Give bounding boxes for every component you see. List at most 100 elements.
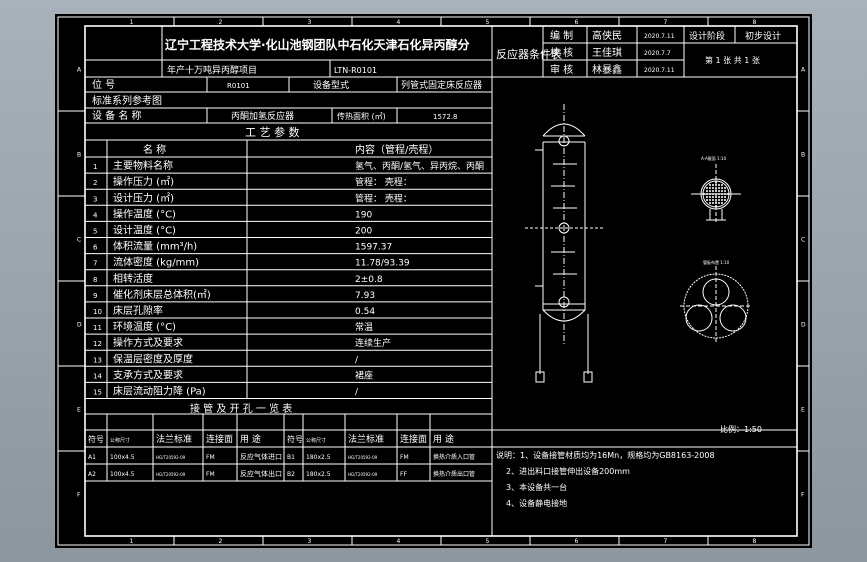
note-3: 3、本设备共一台: [506, 482, 567, 492]
param-name: 环境温度 (°C): [113, 320, 176, 333]
param-no: 10: [93, 308, 102, 316]
nozzle-cell: 100x4.5: [110, 454, 135, 461]
param-no: 13: [93, 356, 102, 364]
param-no: 8: [93, 276, 97, 284]
nozzle-col-header: 法兰标准: [348, 433, 384, 445]
param-no: 6: [93, 244, 98, 252]
col-mark-bottom: 6: [575, 538, 579, 545]
sign-date-1: 2020.7.11: [644, 33, 675, 40]
sign-role-1: 编 制: [550, 29, 573, 42]
col-mark-bottom: 2: [219, 538, 223, 545]
nozzle-cell: 180x2.5: [306, 471, 331, 478]
sign-name-2: 王佳琪: [592, 46, 622, 59]
param-value: /: [355, 355, 359, 365]
param-value: /: [355, 388, 359, 398]
std-label: 标准系列参考图: [92, 94, 162, 107]
param-value: 190: [355, 210, 372, 220]
section-label: A-A截面 1:10: [701, 155, 726, 161]
type-value: 列管式固定床反应器: [401, 79, 482, 91]
nozzle-cell: HG/T20592-09: [348, 455, 378, 460]
nozzle-col-header: 连接面: [400, 433, 427, 445]
param-value: 2±0.8: [355, 275, 383, 285]
nozzle-col-header: 连接面: [206, 433, 233, 445]
param-value: 连续生产: [355, 337, 391, 349]
param-name: 操作方式及要求: [113, 336, 183, 349]
tube-layout-view: 管板布置 1:10: [680, 259, 752, 344]
nozzle-table: 接 管 及 开 孔 一 览 表 符号公称尺寸法兰标准连接面用 途符号公称尺寸法兰…: [84, 402, 797, 482]
row-mark-left: A: [77, 67, 82, 74]
pos-label: 位 号: [92, 78, 115, 91]
col-mark-top: 2: [219, 19, 223, 26]
nozzle-cell: 100x4.5: [110, 471, 135, 478]
nozzle-col-header: 公称尺寸: [306, 437, 326, 444]
title-block: 辽宁工程技术大学·化山池钢团队中石化天津石化异丙醇分 年产十万吨异丙醇项目 LT…: [85, 26, 797, 78]
nozzle-cell: 反应气体出口: [240, 469, 282, 478]
nozzle-cell: A1: [88, 454, 96, 461]
scale-label: 比例：1:50: [720, 424, 762, 434]
nozzle-cell: B1: [287, 454, 295, 461]
param-name: 保温层密度及厚度: [113, 352, 193, 365]
sign-role-2: 校 核: [550, 46, 573, 59]
nozzle-cell: HG/T20592-09: [156, 455, 186, 460]
nozzle-header: 接 管 及 开 孔 一 览 表: [190, 402, 292, 415]
project-name: 年产十万吨异丙醇项目: [167, 64, 257, 76]
param-no: 1: [93, 163, 97, 171]
nozzle-cell: FM: [206, 471, 215, 478]
row-mark-left: E: [77, 407, 81, 414]
drawing-code: LTN-R0101: [334, 66, 377, 75]
param-no: 3: [93, 195, 97, 203]
param-value: 0.54: [355, 307, 375, 317]
nozzle-cell: 换热介质入口管: [433, 453, 475, 461]
col-mark-top: 4: [397, 19, 401, 26]
row-mark-right: B: [801, 152, 805, 159]
row-mark-right: C: [801, 237, 805, 244]
area-value: 1572.8: [433, 113, 458, 121]
param-value: 管程： 壳程：: [355, 176, 412, 188]
name-label: 设 备 名 称: [92, 109, 142, 122]
col-mark-bottom: 7: [664, 538, 668, 545]
param-name: 主要物料名称: [113, 159, 173, 172]
nozzle-cell: FM: [206, 454, 215, 461]
param-name: 体积流量 (mm³/h): [113, 240, 197, 253]
param-name: 支承方式及要求: [113, 368, 183, 381]
param-no: 5: [93, 228, 97, 236]
note-1: 说明：1、设备接管材质均为16Mn，规格均为GB8163-2008: [496, 450, 715, 460]
note-2: 2、进出料口接管伸出设备200mm: [506, 466, 630, 476]
nozzle-cell: 换热介质出口管: [433, 470, 475, 478]
sign-name-1: 高侠民: [592, 29, 622, 42]
param-name: 床层流动阻力降 (Pa): [113, 385, 206, 398]
row-mark-right: E: [801, 407, 805, 414]
col-mark-top: 1: [130, 19, 134, 26]
param-name: 设计温度 (°C): [113, 224, 176, 237]
sheet-name: 反应器条件表: [496, 47, 562, 61]
col-mark-top: 8: [753, 19, 757, 26]
param-name: 床层孔隙率: [113, 304, 163, 317]
nozzle-cell: HG/T20592-09: [156, 472, 186, 477]
page-count: 第 1 张 共 1 张: [705, 55, 760, 65]
nozzle-col-header: 法兰标准: [156, 433, 192, 445]
param-value: 7.93: [355, 291, 375, 301]
nozzle-cell: B2: [287, 471, 295, 478]
nozzle-col-header: 符号: [88, 434, 104, 444]
nozzle-cell: 反应气体进口: [240, 452, 282, 461]
param-no: 11: [93, 324, 102, 332]
name-value: 丙酮加氢反应器: [231, 110, 294, 122]
param-no: 4: [93, 211, 98, 219]
param-name: 操作压力 (㎡): [113, 175, 174, 188]
param-no: 12: [93, 340, 102, 348]
stage-value: 初步设计: [745, 30, 781, 42]
row-mark-right: A: [801, 67, 806, 74]
param-name: 流体密度 (kg/mm): [113, 256, 199, 269]
nozzle-cell: A2: [88, 471, 96, 478]
param-name: 催化剂床层总体积(㎡): [113, 288, 211, 301]
sign-date-2: 2020.7.7: [644, 50, 671, 57]
param-value: 11.78/93.39: [355, 259, 410, 269]
param-no: 9: [93, 292, 97, 300]
layout-label: 管板布置 1:10: [703, 259, 730, 265]
param-value: 管程： 壳程：: [355, 192, 412, 204]
col-mark-top: 7: [664, 19, 668, 26]
